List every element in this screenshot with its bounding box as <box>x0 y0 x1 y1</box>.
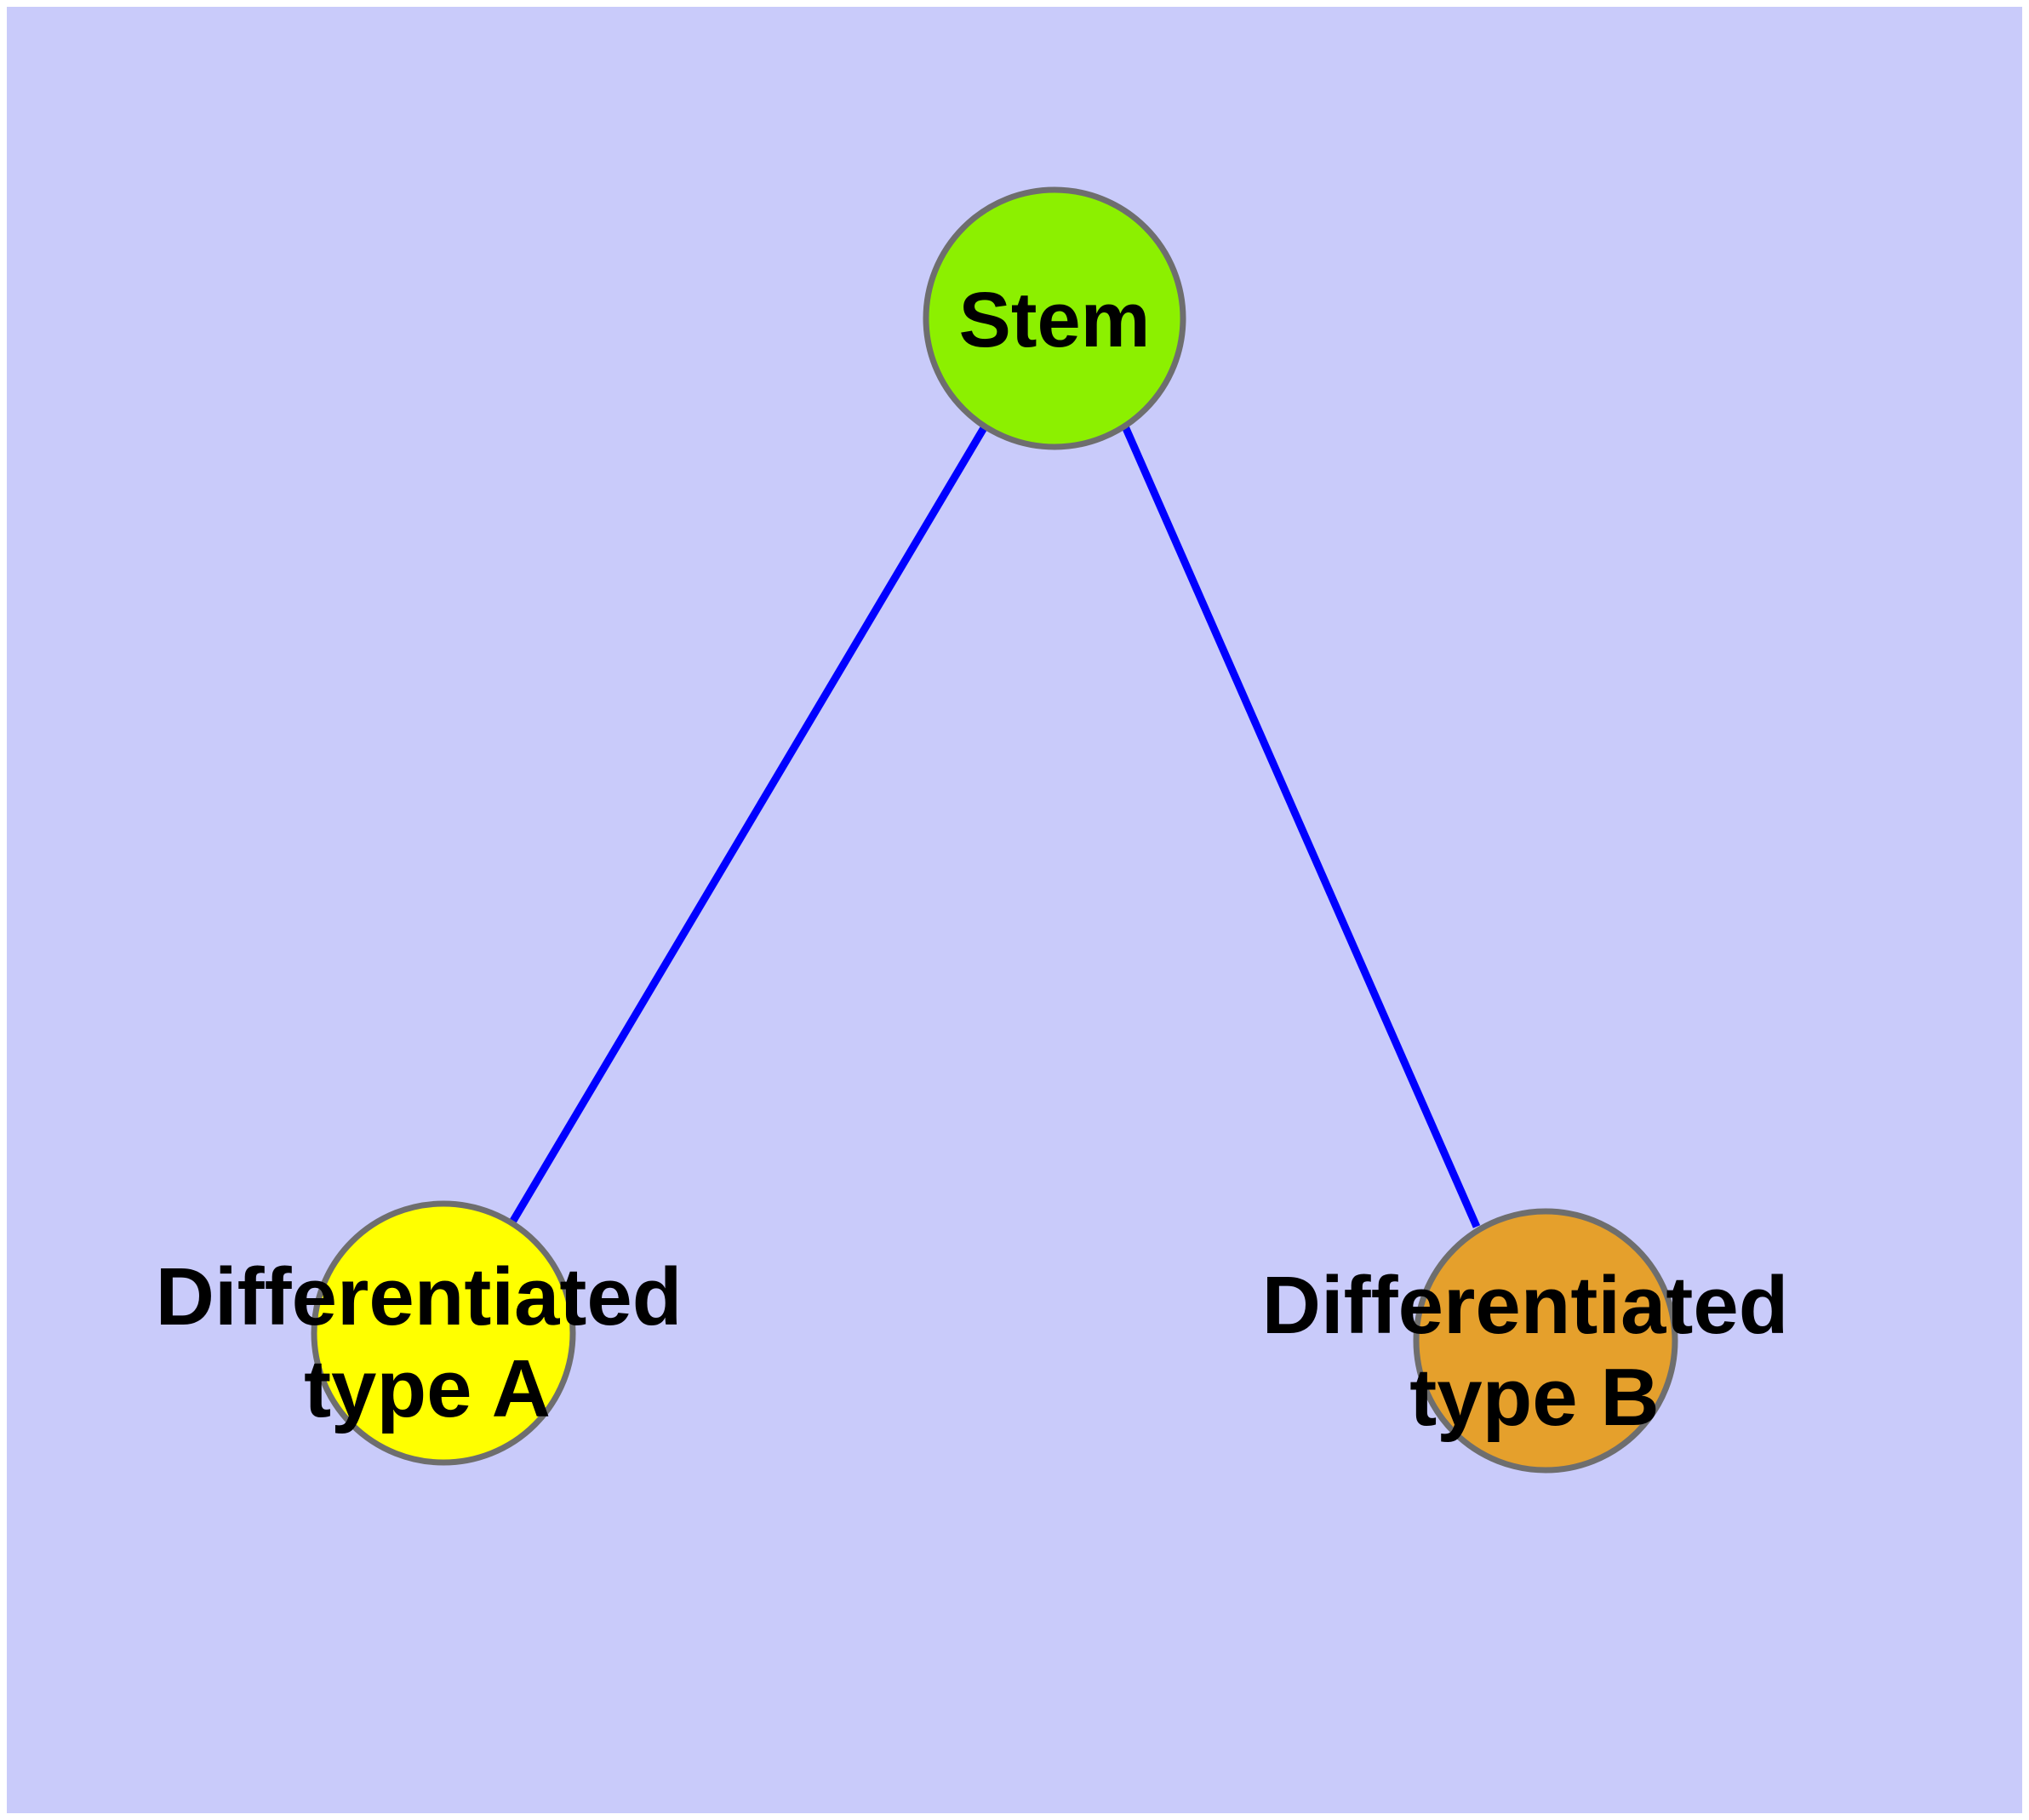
node-differentiated-type-b-label-group: Differentiated type B <box>1262 1260 1789 1443</box>
node-stem-circle[interactable] <box>923 186 1186 450</box>
node-differentiated-type-a-circle[interactable] <box>311 1200 576 1466</box>
node-differentiated-type-b-label-line1: Differentiated <box>1262 1260 1789 1351</box>
edge-layer <box>510 424 1481 1228</box>
node-layer: Stem Differentiated type A Differentiate… <box>156 186 1789 1474</box>
node-differentiated-type-b[interactable] <box>1413 1208 1678 1474</box>
node-stem-label: Stem <box>959 277 1151 363</box>
edge-stem-to-differentiated-type-a[interactable] <box>510 424 988 1223</box>
edge-stem-to-differentiated-type-b[interactable] <box>1121 425 1481 1228</box>
node-differentiated-type-b-label-line2: type B <box>1409 1352 1659 1443</box>
node-differentiated-type-a[interactable] <box>311 1200 576 1466</box>
node-stem[interactable]: Stem <box>923 186 1186 450</box>
node-differentiated-type-a-label-line2: type A <box>304 1343 551 1434</box>
node-differentiated-type-a-label-group: Differentiated type A <box>156 1251 683 1434</box>
node-differentiated-type-b-circle[interactable] <box>1413 1208 1678 1474</box>
node-differentiated-type-a-label-line1: Differentiated <box>156 1251 683 1342</box>
